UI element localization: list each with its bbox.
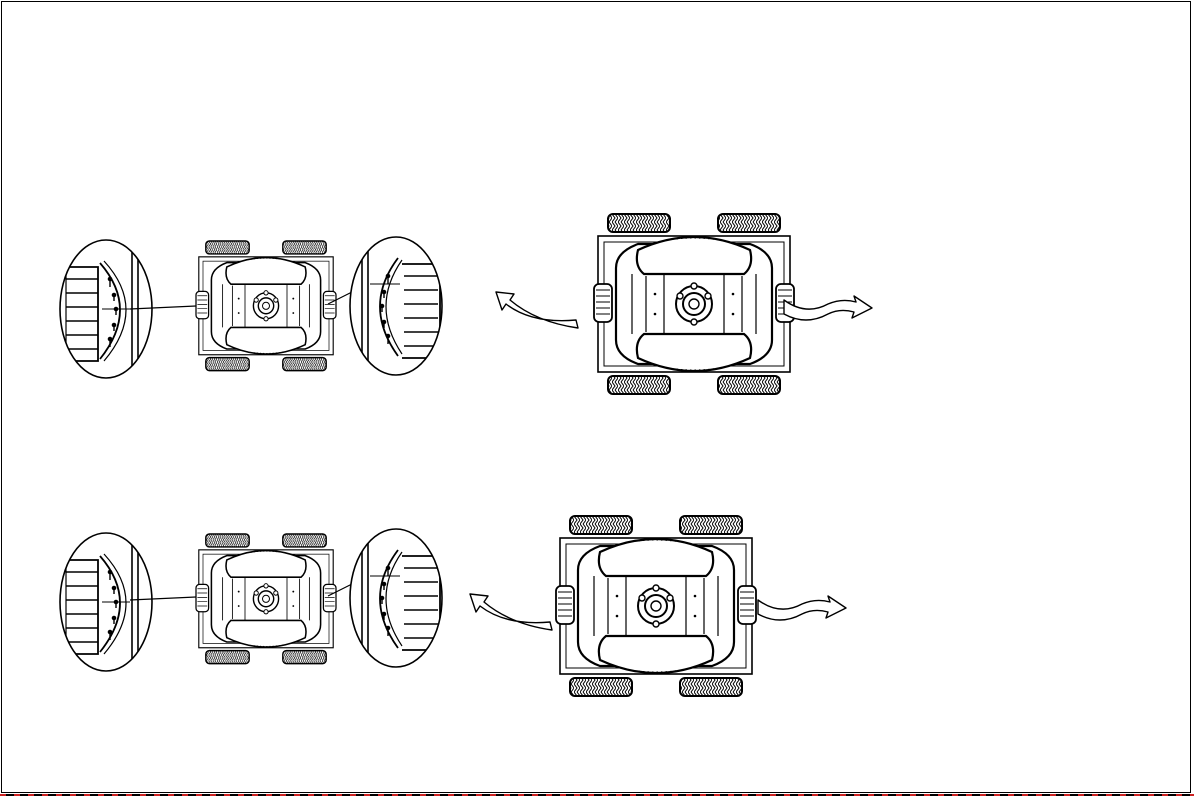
row-1: [58, 214, 872, 394]
cleaner-small-row-2: [196, 534, 336, 664]
forward-arrow-row-2: [758, 596, 846, 620]
rotate-arrow-row-2: [470, 594, 552, 630]
zoom-detail-right-row-1: [348, 236, 444, 376]
cleaner-small-row-1: [196, 241, 336, 371]
forward-arrow-row-1: [784, 296, 872, 320]
zoom-detail-right-row-2: [348, 528, 444, 668]
cleaner-large-row-1: [594, 214, 794, 394]
row-2: [58, 516, 846, 696]
zoom-detail-left-row-2: [58, 532, 154, 672]
rotate-arrow-row-1: [496, 292, 578, 328]
cleaner-large-row-2: [556, 516, 756, 696]
